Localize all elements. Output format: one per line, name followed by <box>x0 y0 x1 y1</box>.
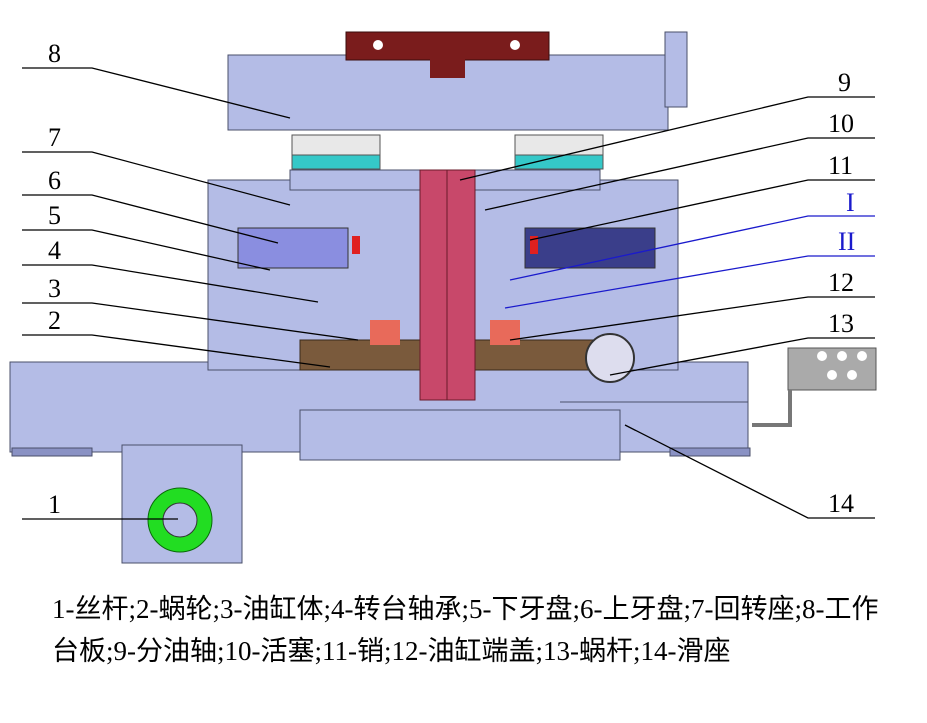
leader-lines <box>22 67 875 520</box>
bearing-rings <box>291 134 604 170</box>
label-5: 5 <box>48 201 61 230</box>
label-14: 14 <box>828 489 854 518</box>
worktable-plate <box>227 31 688 131</box>
label-I: I <box>846 188 855 217</box>
label-8: 8 <box>48 39 61 68</box>
label-9: 9 <box>838 68 851 97</box>
label-4: 4 <box>48 236 61 265</box>
cylinder-cover-right <box>490 320 520 345</box>
label-6: 6 <box>48 166 61 195</box>
slide-seat <box>9 361 751 564</box>
label-3: 3 <box>48 274 61 303</box>
label-2: 2 <box>48 306 61 335</box>
label-1: 1 <box>48 490 61 519</box>
label-13: 13 <box>828 309 854 338</box>
right-bracket <box>752 347 877 427</box>
label-12: 12 <box>828 268 854 297</box>
worm <box>585 333 635 383</box>
tooth-discs <box>237 227 656 269</box>
label-10: 10 <box>828 109 854 138</box>
label-II: II <box>838 227 855 256</box>
parts-legend-caption: 1-丝杆;2-蜗轮;3-油缸体;4-转台轴承;5-下牙盘;6-上牙盘;7-回转座… <box>52 594 879 666</box>
label-11: 11 <box>828 151 853 180</box>
cylinder-cover-left <box>370 320 400 345</box>
label-7: 7 <box>48 123 61 152</box>
